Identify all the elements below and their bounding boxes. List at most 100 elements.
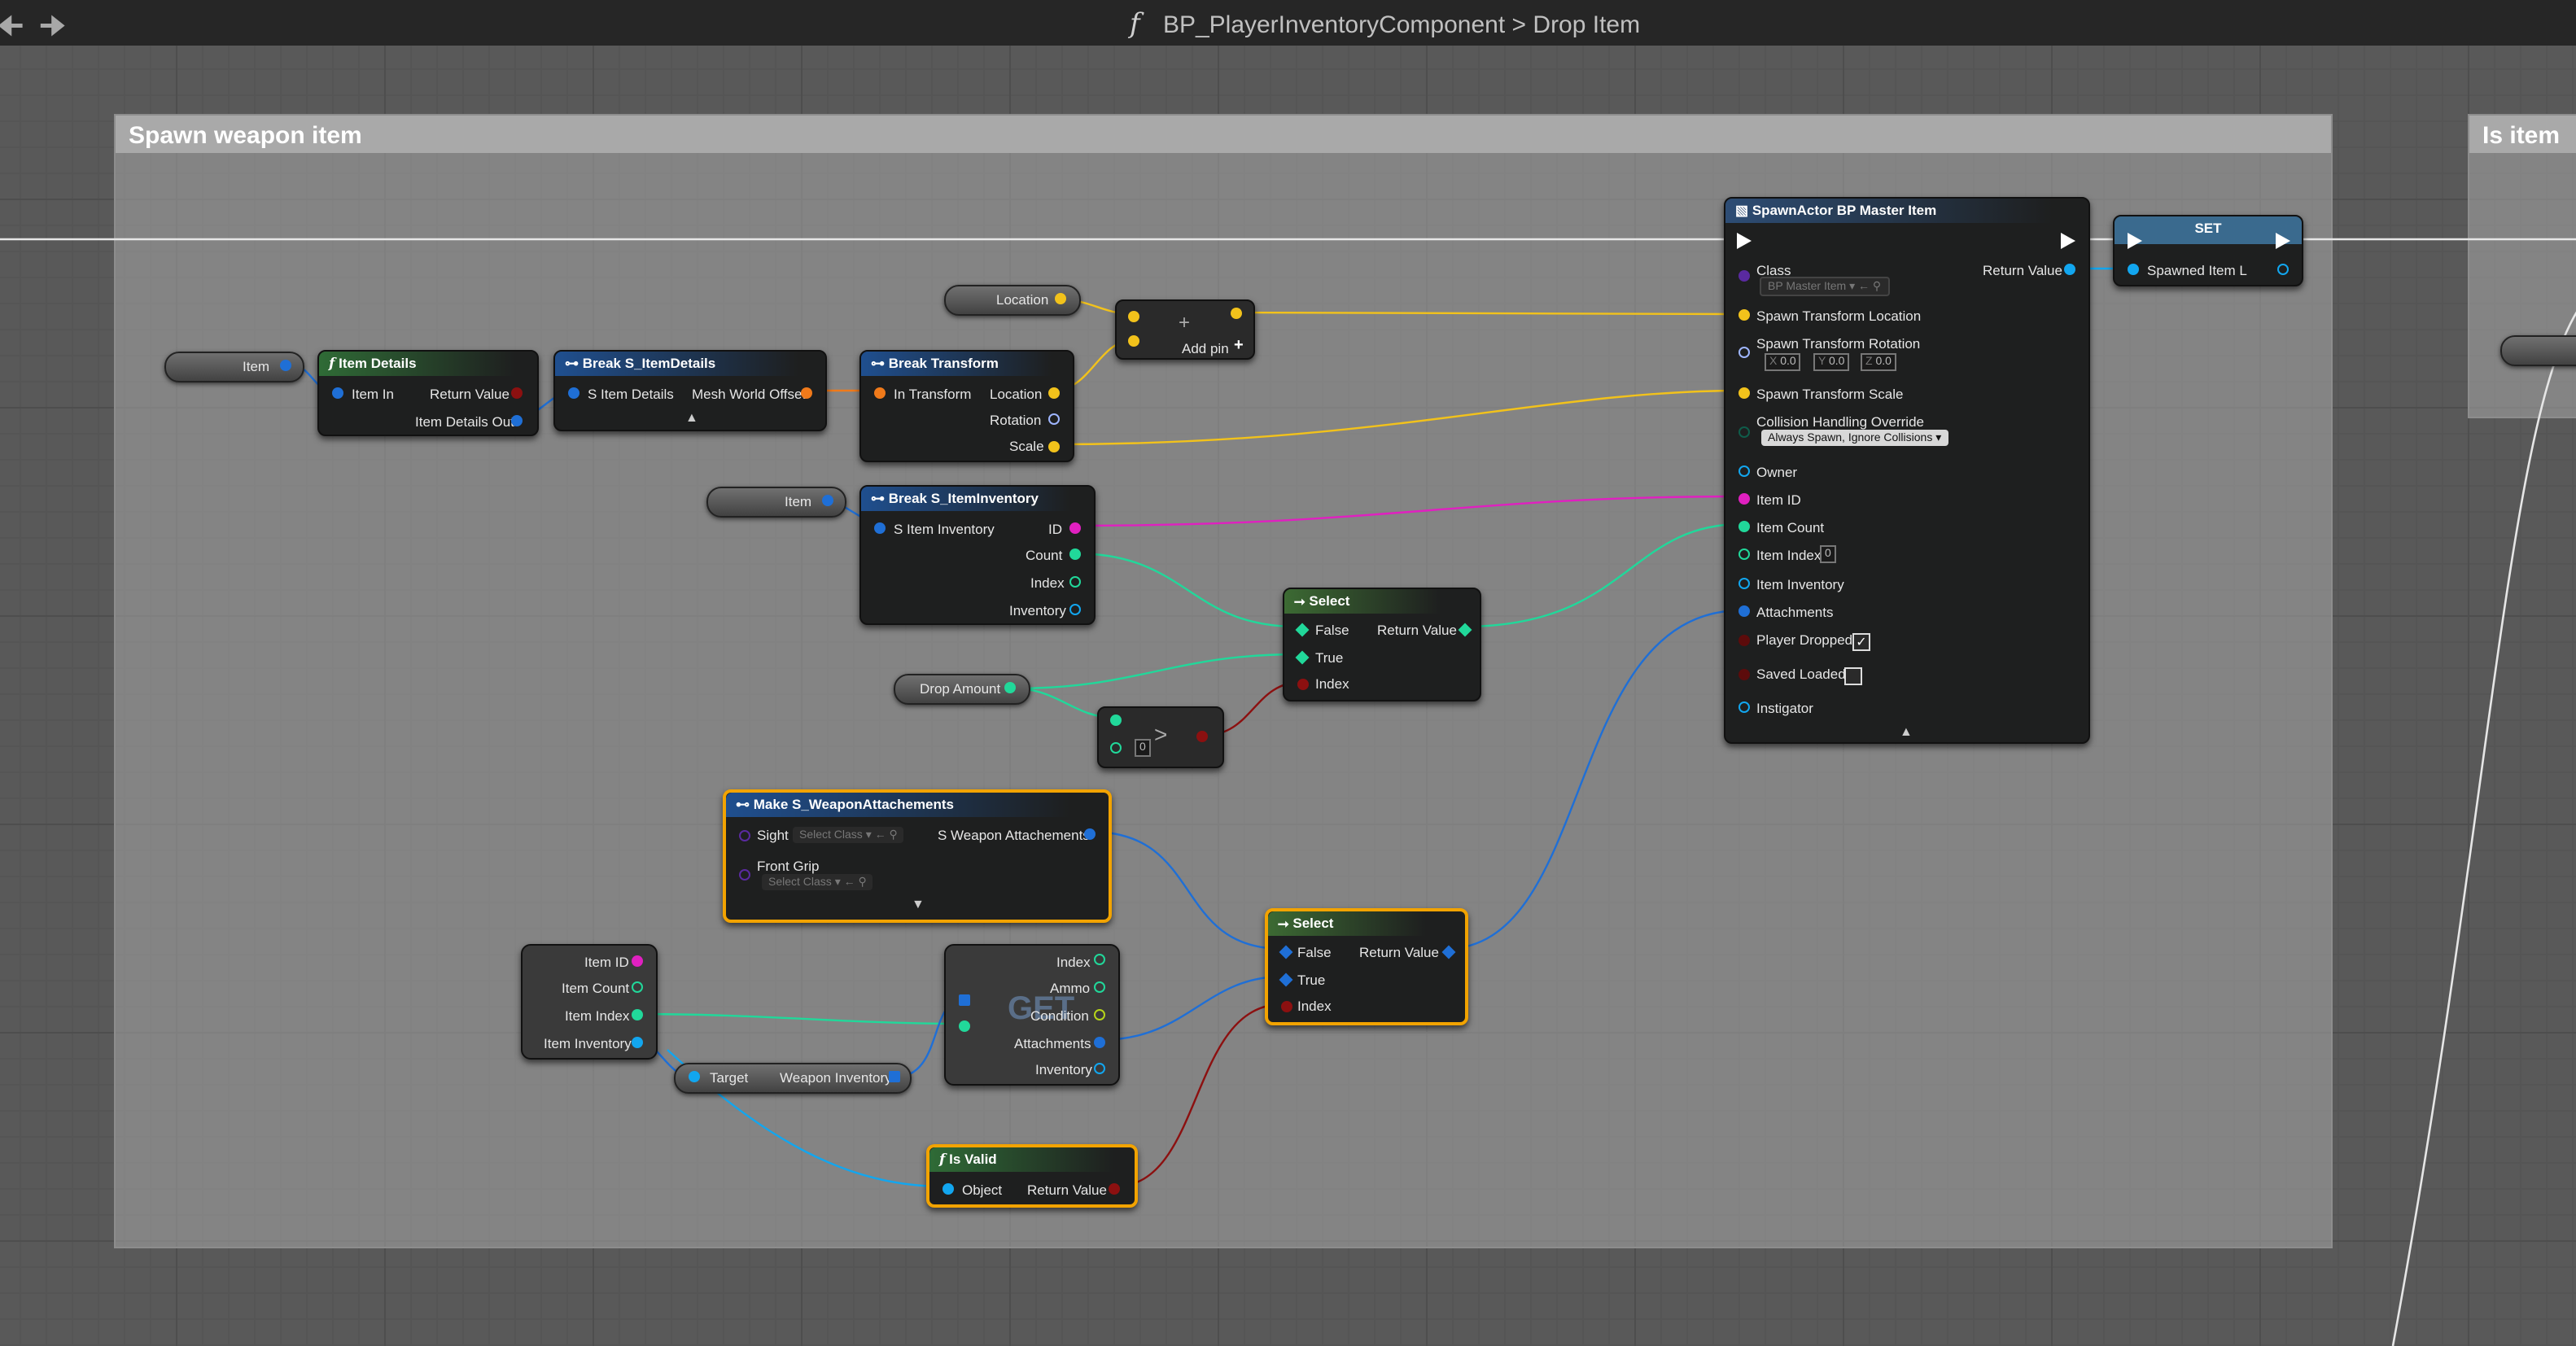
location-variable-node[interactable]: Location xyxy=(944,285,1081,316)
input-pin[interactable] xyxy=(1738,493,1750,505)
browse-icon[interactable]: ← ⚲ xyxy=(875,830,898,841)
output-pin[interactable] xyxy=(2277,264,2289,275)
output-pin[interactable] xyxy=(1459,623,1472,637)
player-dropped-checkbox[interactable]: ✓ xyxy=(1852,633,1870,651)
output-pin[interactable] xyxy=(1004,682,1016,693)
break-item-inventory-node[interactable]: ⊶ Break S_ItemInventory S Item Inventory… xyxy=(859,485,1096,625)
input-pin[interactable] xyxy=(1128,335,1139,347)
exec-input-pin[interactable] xyxy=(1737,233,1752,249)
array-get-node[interactable]: GET Index Ammo Condition Attachments Inv… xyxy=(944,944,1120,1086)
output-pin[interactable] xyxy=(1442,946,1456,959)
partial-variable-node[interactable] xyxy=(2500,335,2576,366)
output-pin[interactable] xyxy=(1109,1183,1120,1195)
weapon-inventory-getter-node[interactable]: Target Weapon Inventory xyxy=(674,1063,912,1094)
input-pin[interactable] xyxy=(874,522,886,534)
target-input-pin[interactable] xyxy=(689,1071,700,1082)
output-pin[interactable] xyxy=(632,1037,643,1048)
item-variable-node[interactable]: Item xyxy=(706,487,846,518)
back-arrow-icon[interactable]: 🠈 xyxy=(0,7,24,55)
output-pin[interactable] xyxy=(1094,1063,1105,1074)
output-pin[interactable] xyxy=(1094,1037,1105,1048)
input-pin[interactable] xyxy=(1297,679,1309,690)
rotation-y-field[interactable]: Y 0.0 xyxy=(1813,353,1849,371)
input-pin[interactable] xyxy=(1738,387,1750,399)
set-variable-node[interactable]: SET Spawned Item L xyxy=(2113,215,2303,286)
input-pin[interactable] xyxy=(1738,270,1750,282)
input-pin[interactable] xyxy=(874,387,886,399)
output-pin[interactable] xyxy=(1094,981,1105,993)
input-pin[interactable] xyxy=(1296,651,1310,665)
item-index-field[interactable]: 0 xyxy=(1820,545,1836,563)
rotation-x-field[interactable]: X 0.0 xyxy=(1765,353,1801,371)
item-details-node[interactable]: f Item Details Item In Return Value Item… xyxy=(317,350,539,436)
input-pin[interactable] xyxy=(1738,521,1750,532)
output-pin[interactable] xyxy=(1069,576,1081,588)
input-pin[interactable] xyxy=(1738,578,1750,589)
input-pin[interactable] xyxy=(739,830,750,841)
output-pin[interactable] xyxy=(889,1071,900,1082)
output-pin[interactable] xyxy=(801,387,812,399)
browse-icon[interactable]: ← ⚲ xyxy=(1858,282,1881,293)
breadcrumb-parent[interactable]: BP_PlayerInventoryComponent xyxy=(1163,11,1505,39)
item-struct-break-node[interactable]: Item ID Item Count Item Index Item Inven… xyxy=(521,944,658,1060)
output-pin[interactable] xyxy=(511,387,523,399)
input-pin[interactable] xyxy=(942,1183,954,1195)
output-pin[interactable] xyxy=(1048,387,1060,399)
input-pin[interactable] xyxy=(1281,1001,1292,1012)
break-transform-node[interactable]: ⊶ Break Transform In Transform Location … xyxy=(859,350,1074,462)
collapse-arrow-icon[interactable]: ▲ xyxy=(1900,724,1913,739)
collision-dropdown[interactable]: Always Spawn, Ignore Collisions ▾ xyxy=(1761,430,1948,446)
output-pin[interactable] xyxy=(2064,264,2075,275)
output-pin[interactable] xyxy=(1094,954,1105,965)
input-pin[interactable] xyxy=(1279,946,1293,959)
greater-than-node[interactable]: 0 > xyxy=(1097,706,1224,768)
forward-arrow-icon[interactable]: 🠊 xyxy=(39,7,66,55)
output-pin[interactable] xyxy=(1069,604,1081,615)
break-item-details-node[interactable]: ⊶ Break S_ItemDetails S Item Details Mes… xyxy=(553,350,827,431)
input-pin[interactable] xyxy=(1738,309,1750,321)
output-pin[interactable] xyxy=(632,1009,643,1020)
add-vector-node[interactable]: + Add pin + xyxy=(1115,299,1255,360)
input-pin[interactable] xyxy=(1296,623,1310,637)
output-pin[interactable] xyxy=(1094,1009,1105,1020)
output-pin[interactable] xyxy=(1055,293,1066,304)
is-valid-node[interactable]: f Is Valid Object Return Value xyxy=(926,1144,1138,1208)
input-pin[interactable] xyxy=(332,387,343,399)
compare-value-field[interactable]: 0 xyxy=(1135,739,1151,757)
output-pin[interactable] xyxy=(632,981,643,993)
drop-amount-variable-node[interactable]: Drop Amount xyxy=(894,674,1030,705)
saved-loaded-checkbox[interactable] xyxy=(1844,667,1862,685)
input-pin[interactable] xyxy=(568,387,579,399)
output-pin[interactable] xyxy=(511,415,523,426)
class-dropdown[interactable]: BP Master Item ▾ ← ⚲ xyxy=(1760,277,1889,296)
input-pin[interactable] xyxy=(1738,548,1750,560)
input-pin[interactable] xyxy=(1110,742,1122,754)
expand-arrow-icon[interactable]: ▼ xyxy=(912,897,925,911)
exec-output-pin[interactable] xyxy=(2276,233,2290,249)
input-pin[interactable] xyxy=(1110,715,1122,726)
output-pin[interactable] xyxy=(280,360,291,371)
input-pin[interactable] xyxy=(1738,635,1750,646)
select-node[interactable]: ⭢ Select False Return Value True Index xyxy=(1283,588,1481,701)
input-pin[interactable] xyxy=(1738,426,1750,438)
output-pin[interactable] xyxy=(1196,731,1208,742)
output-pin[interactable] xyxy=(822,495,833,506)
input-pin[interactable] xyxy=(1738,701,1750,713)
output-pin[interactable] xyxy=(1069,522,1081,534)
select-attachments-node[interactable]: ⭢ Select False Return Value True Index xyxy=(1265,908,1468,1025)
output-pin[interactable] xyxy=(1048,413,1060,425)
input-pin[interactable] xyxy=(1738,347,1750,358)
input-pin[interactable] xyxy=(1738,465,1750,477)
input-pin[interactable] xyxy=(959,994,970,1006)
exec-input-pin[interactable] xyxy=(2128,233,2142,249)
output-pin[interactable] xyxy=(1231,308,1242,319)
add-pin-icon[interactable]: + xyxy=(1234,337,1244,355)
input-pin[interactable] xyxy=(1279,973,1293,987)
sight-class-dropdown[interactable]: Select Class ▾ ← ⚲ xyxy=(793,827,904,843)
front-grip-class-dropdown[interactable]: Select Class ▾ ← ⚲ xyxy=(762,874,873,890)
output-pin[interactable] xyxy=(1069,548,1081,560)
input-pin[interactable] xyxy=(1128,311,1139,322)
input-pin[interactable] xyxy=(739,869,750,881)
input-pin[interactable] xyxy=(2128,264,2139,275)
